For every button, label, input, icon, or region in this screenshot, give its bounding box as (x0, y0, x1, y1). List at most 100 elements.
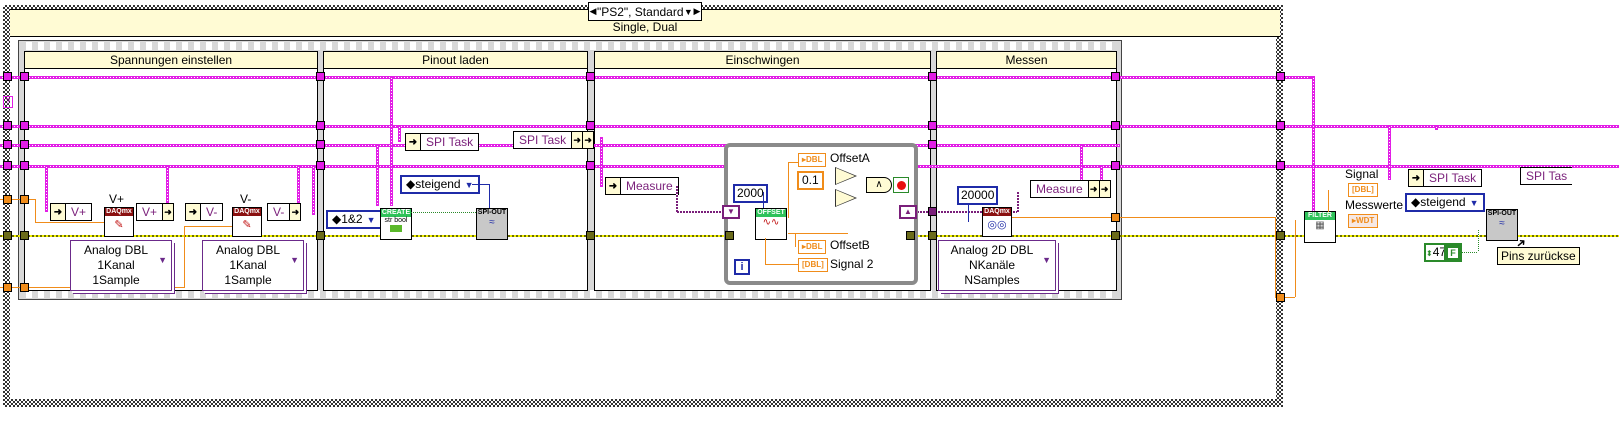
property-node-vminus-out[interactable]: V- ➜ (267, 203, 302, 221)
tunnel[interactable] (586, 161, 595, 170)
tunnel[interactable] (3, 283, 12, 292)
wire-ref-1[interactable] (0, 76, 1310, 79)
tunnel[interactable] (3, 140, 12, 149)
wire-v8[interactable] (600, 137, 603, 187)
tunnel[interactable] (1276, 231, 1285, 240)
wire-data-out-v[interactable] (1275, 217, 1276, 297)
messwerte-indicator[interactable]: ▸WDT (1348, 214, 1379, 228)
less-than-comparator-1[interactable] (835, 167, 857, 185)
property-node-spi-task-out[interactable]: SPI Tas (1520, 167, 1573, 185)
tunnel[interactable] (20, 161, 29, 170)
wire-ref-1-drop[interactable] (1312, 76, 1315, 211)
prev-case-arrow[interactable]: ◀ (589, 3, 597, 20)
daqmx-write-vplus[interactable]: DAQmx ✎ (104, 207, 134, 237)
measure-wire-v[interactable] (676, 186, 678, 212)
tunnel[interactable] (3, 161, 12, 170)
spi-out-subvi[interactable]: SPI-OUT ≈ (1486, 209, 1518, 241)
tunnel[interactable] (20, 283, 29, 292)
bool-wire[interactable] (1462, 252, 1478, 253)
tunnel[interactable] (316, 121, 325, 130)
tunnel[interactable] (1111, 121, 1120, 130)
tunnel[interactable] (20, 140, 29, 149)
samples-constant[interactable]: 20000 (957, 186, 999, 205)
tunnel[interactable] (3, 195, 12, 204)
tunnel[interactable] (928, 72, 937, 81)
wire-data-up[interactable] (1295, 220, 1296, 297)
polymorphic-selector-2[interactable]: Analog DBL 1Kanal 1Sample ▼ (202, 240, 304, 291)
dropdown-icon[interactable]: ▼ (366, 215, 376, 225)
wire-dbl-1[interactable] (0, 199, 35, 200)
wire-v5[interactable] (390, 76, 393, 206)
samples-wire-v[interactable] (763, 192, 764, 208)
offsetB-wire-v[interactable] (795, 233, 796, 247)
tunnel[interactable] (1111, 231, 1120, 240)
wire-v9[interactable] (1080, 144, 1083, 180)
wire-v7[interactable] (398, 125, 401, 142)
property-node-spi-task-in[interactable]: ➜ SPI Task (405, 133, 480, 151)
offset-subvi[interactable]: OFFSET ∿∿ (755, 208, 787, 240)
daqmx-write-vminus[interactable]: DAQmx ✎ (232, 207, 262, 237)
tunnel[interactable] (1276, 121, 1285, 130)
false-constant[interactable]: F (1444, 243, 1462, 262)
wire-v1[interactable] (45, 165, 48, 212)
offsetA-wire-h[interactable] (788, 162, 800, 163)
tunnel[interactable] (316, 72, 325, 81)
tunnel[interactable] (928, 121, 937, 130)
signal-wire-v[interactable] (1328, 190, 1329, 212)
wire-dbl-1h[interactable] (35, 222, 105, 223)
signal2-wire-v[interactable] (765, 238, 766, 264)
wire-ref-2[interactable] (0, 125, 1619, 128)
daqmx-read[interactable]: DAQmx ◎◎ (982, 207, 1012, 237)
wire-v3[interactable] (297, 165, 300, 205)
tunnel[interactable] (1276, 293, 1285, 302)
tunnel[interactable] (1111, 72, 1120, 81)
edge-enum-constant[interactable]: ◆steigend▼ (1405, 193, 1485, 212)
wire-ref-1b[interactable] (1310, 76, 1312, 79)
wire-v6[interactable] (376, 144, 379, 206)
bool-wire[interactable] (411, 212, 476, 213)
wire-v2[interactable] (166, 165, 169, 205)
tunnel[interactable] (1276, 72, 1285, 81)
tunnel[interactable] (3, 72, 12, 81)
bool-wire-v[interactable] (1478, 230, 1479, 252)
wire-v12[interactable] (1435, 125, 1438, 130)
wire-dbl-2v[interactable] (184, 226, 185, 287)
property-node-spi-task-out[interactable]: SPI Task ➜ ➜ (513, 131, 595, 149)
and-gate[interactable]: ∧ (866, 177, 892, 193)
wire-dbl-2h[interactable] (184, 226, 232, 227)
less-than-comparator-2[interactable] (835, 189, 857, 207)
offsetB-wire[interactable] (788, 233, 848, 234)
polymorphic-selector-read[interactable]: Analog 2D DBL NKanäle NSamples ▼ (938, 240, 1056, 291)
shift-register-right[interactable]: ▲ (899, 205, 917, 219)
tunnel[interactable] (3, 121, 12, 130)
tunnel[interactable] (1111, 213, 1120, 222)
case-selector[interactable]: ◀ "PS2", Standard ▼ ▶ (588, 2, 702, 21)
measure-out-wire-v[interactable] (1017, 192, 1019, 212)
tunnel[interactable] (20, 121, 29, 130)
tunnel[interactable] (725, 231, 734, 240)
tunnel[interactable] (586, 121, 595, 130)
chevron-down-icon[interactable]: ▼ (683, 3, 694, 20)
offsetA-wire[interactable] (788, 162, 789, 218)
signal-indicator[interactable]: [DBL] (1348, 183, 1378, 197)
tunnel[interactable] (906, 231, 915, 240)
tunnel[interactable] (1276, 161, 1285, 170)
stop-condition-icon[interactable] (893, 177, 909, 193)
signal2-indicator[interactable]: [DBL] (798, 258, 828, 272)
tunnel[interactable] (20, 72, 29, 81)
dropdown-icon[interactable]: ▼ (1469, 198, 1479, 208)
edge-wire[interactable] (472, 184, 489, 185)
tunnel[interactable] (928, 140, 937, 149)
wire-data-out[interactable] (1010, 217, 1275, 218)
spi-out-subvi[interactable]: SPI-OUT ≈ (476, 208, 508, 240)
tunnel[interactable] (316, 231, 325, 240)
tunnel[interactable] (928, 207, 937, 216)
property-node-spi-task-in[interactable]: ➜ SPI Task (1408, 169, 1483, 187)
edge-enum-constant[interactable]: ◆steigend▼ (400, 175, 480, 194)
edge-wire-v[interactable] (489, 184, 490, 208)
tunnel[interactable] (586, 231, 595, 240)
tunnel[interactable] (3, 231, 12, 240)
threshold-constant[interactable]: 0.1 (797, 171, 824, 190)
next-case-arrow[interactable]: ▶ (693, 3, 701, 20)
wire-dbl-1v[interactable] (35, 199, 36, 222)
